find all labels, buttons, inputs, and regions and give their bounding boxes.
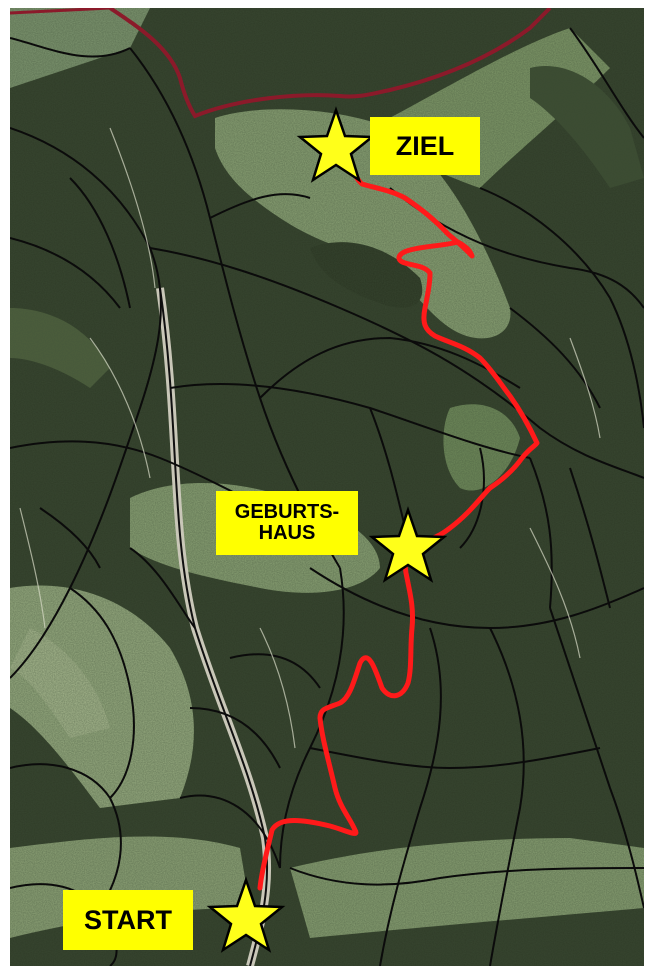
star-icon (296, 106, 376, 183)
hiking-route[interactable] (257, 155, 540, 891)
label-geburtshaus: GEBURTS- HAUS (216, 491, 358, 555)
label-ziel-text: ZIEL (395, 130, 455, 161)
boundary-line (108, 8, 552, 119)
label-geburtshaus-line1: GEBURTS- (234, 501, 340, 523)
map-frame (10, 8, 644, 966)
forest-tracks (19, 127, 601, 749)
map-canvas[interactable] (10, 8, 644, 966)
label-geburtshaus-line2: HAUS (258, 522, 316, 544)
label-ziel: ZIEL (370, 117, 480, 175)
star-icon (368, 506, 448, 583)
boundary-line-west (10, 8, 111, 15)
label-start-text: START (84, 904, 172, 935)
path-network (10, 27, 644, 966)
valley-road (156, 287, 272, 966)
label-start: START (63, 890, 193, 950)
marker-geburtshaus[interactable] (368, 506, 448, 583)
marker-ziel[interactable] (296, 106, 376, 183)
marker-start[interactable] (206, 876, 286, 953)
star-icon (206, 876, 286, 953)
